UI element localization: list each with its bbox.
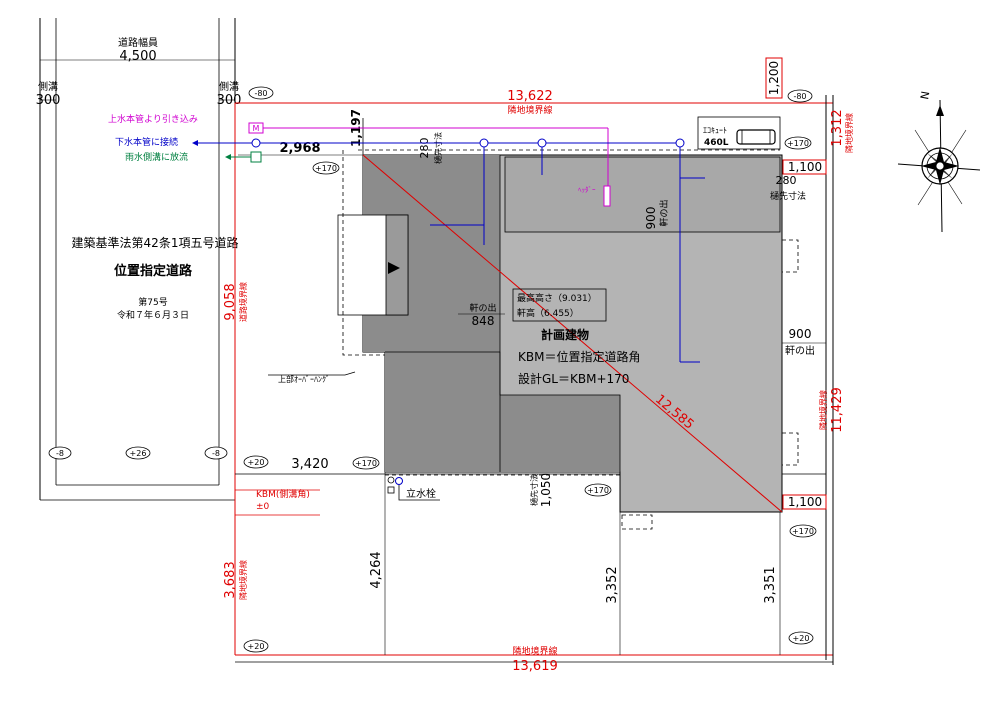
label-left-road-boundary: 道路境界線 xyxy=(238,282,248,322)
rain-basin-icon xyxy=(250,151,262,163)
water-meter-label: M xyxy=(253,124,260,133)
water-meter-icon xyxy=(248,122,264,134)
label-top-boundary: 隣地境界線 xyxy=(507,104,552,116)
road-date: 令和７年６月３日 xyxy=(117,309,189,321)
svg-text:N: N xyxy=(918,90,932,100)
dim-right-top: 1,312 xyxy=(830,109,845,146)
eave-out-label-inner: 軒の出 xyxy=(658,199,670,226)
level-p20-a: +20 xyxy=(248,458,265,467)
kbm-point-value: ±0 xyxy=(256,502,270,512)
road-width-label: 道路幅員 xyxy=(118,36,158,49)
gutter-tip-label-left: 樋先寸法 xyxy=(433,132,443,164)
level-p20-c: +20 xyxy=(793,634,810,643)
level-p170-a: +170 xyxy=(315,164,337,173)
dim-south-right: 3,351 xyxy=(763,566,778,603)
dim-south-left: 4,264 xyxy=(369,551,384,588)
label-right-boundary: 隣地境界線 xyxy=(818,390,828,430)
gutter-tip-label-right: 樋先寸法 xyxy=(770,190,806,202)
max-height: 最高高さ（9.031） xyxy=(517,292,597,304)
site-boundary xyxy=(234,95,834,665)
dim-setback-right-top: 1,100 xyxy=(788,160,822,174)
gutter-tip-1050: 1,050 xyxy=(539,473,553,507)
level-road-left: -8 xyxy=(56,449,64,458)
kbm-point-label: KBM(側溝角) xyxy=(256,488,310,500)
eave-out-900-inner: 900 xyxy=(644,207,658,230)
gutter-label-right: 側溝 xyxy=(219,80,239,93)
dim-left-lower-boundary: 3,683 xyxy=(223,561,238,598)
sewer-manhole-icon xyxy=(251,138,261,148)
ecocute-name: ｴｺｷｭｰﾄ xyxy=(703,126,727,135)
compass-icon: N xyxy=(897,90,981,233)
label-right-top-boundary: 隣地境界線 xyxy=(844,113,854,153)
eave-out-848: 848 xyxy=(472,314,495,328)
eave-out-label-848: 軒の出 xyxy=(469,302,496,314)
standpipe-label: 立水栓 xyxy=(406,487,436,500)
rain-gutter-text: 雨水側溝に放流 xyxy=(125,151,188,163)
ecocute-size: 460L xyxy=(704,138,729,148)
level-top-right: -80 xyxy=(793,92,806,101)
building-name: 計画建物 xyxy=(541,327,589,342)
eave-out-900-right: 900 xyxy=(789,327,812,341)
dim-south-mid: 3,352 xyxy=(605,566,620,603)
dim-setback-left-top: 2,968 xyxy=(279,141,320,156)
header-label: ﾍｯﾀﾞｰ xyxy=(578,186,596,194)
level-p170-b: +170 xyxy=(787,139,809,148)
gutter-tip-280-right: 280 xyxy=(776,174,797,187)
water-main-text: 上水本管より引き込み xyxy=(108,113,198,125)
level-top-left: -80 xyxy=(254,89,267,98)
dim-setback-right-bottom: 1,100 xyxy=(788,495,822,509)
eave-out-label-right: 軒の出 xyxy=(785,344,815,357)
dim-right-boundary: 11,429 xyxy=(830,387,845,433)
road-level-marks: -8 +26 -8 -80 xyxy=(48,86,274,460)
site-level-marks: -80 +170 +170 +20 +170 +170 +170 +20 +20 xyxy=(243,89,817,653)
overhang-label: 上部ｵｰﾊﾞｰﾊﾝｸﾞ xyxy=(278,374,330,384)
dim-left-road-boundary: 9,058 xyxy=(223,283,238,320)
road-designation: 位置指定道路 xyxy=(114,263,193,279)
dim-setback-left-bottom: 3,420 xyxy=(291,457,328,472)
road-law-text: 建築基準法第42条1項五号道路 xyxy=(72,235,239,250)
diagonal-line xyxy=(362,154,783,513)
level-road-right: -8 xyxy=(212,449,220,458)
gutter-tip-label-bottom: 樋先寸法 xyxy=(529,474,539,506)
dim-top-boundary: 13,622 xyxy=(507,89,553,104)
level-road-mid: +26 xyxy=(130,449,147,458)
dim-top-right-corner: 1,200 xyxy=(767,61,781,95)
level-p170-d: +170 xyxy=(587,486,609,495)
dim-bottom-boundary: 13,619 xyxy=(512,659,558,674)
dim-box-corner xyxy=(765,57,783,99)
level-p170-e: +170 xyxy=(792,527,814,536)
road-number: 第75号 xyxy=(138,296,167,308)
level-p170-c: +170 xyxy=(355,459,377,468)
kbm-note: KBM＝位置指定道路角 xyxy=(518,349,640,364)
gutter-tip-280-left: 280 xyxy=(418,138,431,159)
level-p20-b: +20 xyxy=(248,642,265,651)
height-info-box xyxy=(512,288,607,322)
standpipe-icon xyxy=(387,476,395,484)
eave-height: 軒高（6.455） xyxy=(517,307,579,319)
dim-box-right-top xyxy=(782,159,827,175)
road-area xyxy=(39,18,236,501)
label-bottom-boundary: 隣地境界線 xyxy=(512,645,557,657)
label-left-lower-boundary: 隣地境界線 xyxy=(238,560,248,600)
gl-note: 設計GL＝KBM+170 xyxy=(518,371,629,386)
gutter-value-right: 300 xyxy=(217,93,242,108)
gutter-label-left: 側溝 xyxy=(38,80,58,93)
gutter-value-left: 300 xyxy=(36,93,61,108)
sewer-main-text: 下水本管に接続 xyxy=(115,136,178,148)
dim-box-right-bottom xyxy=(782,494,827,510)
road-width-value: 4,500 xyxy=(119,49,156,64)
